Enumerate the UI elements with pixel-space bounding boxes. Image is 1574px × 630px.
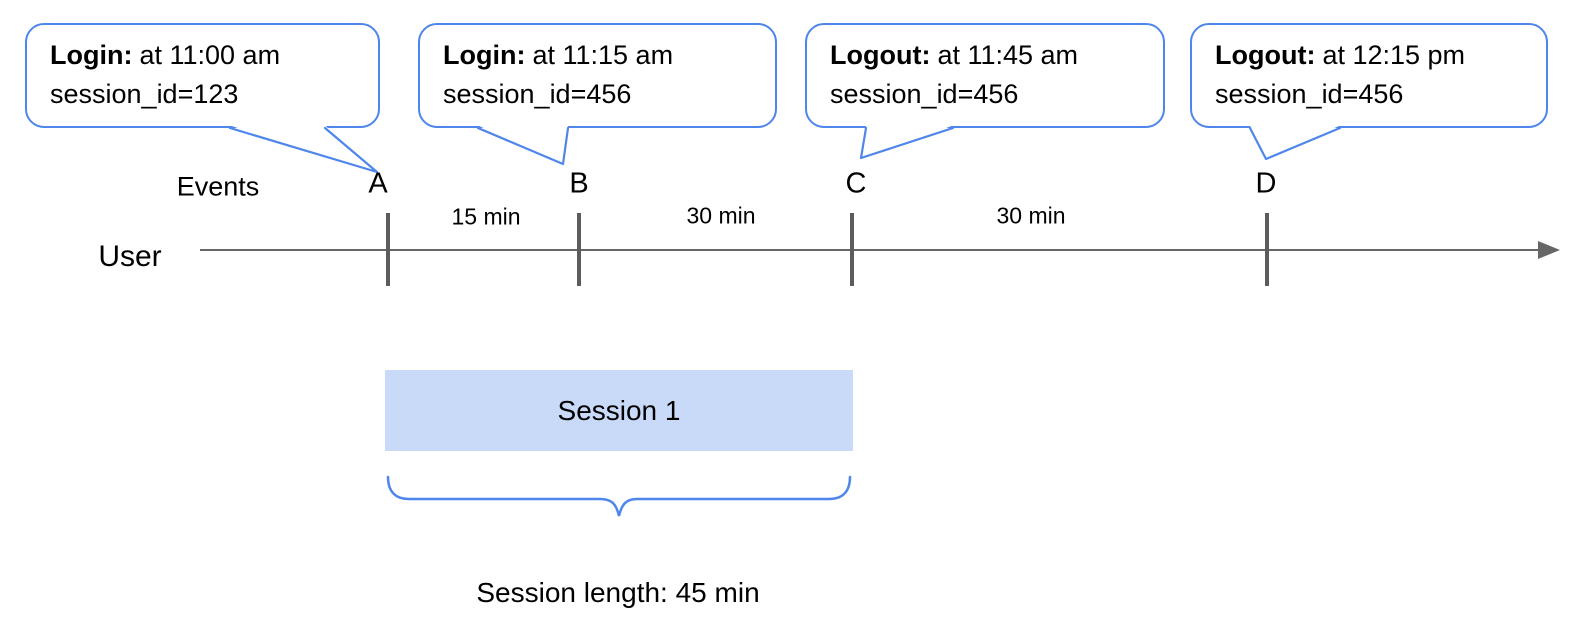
callout-tail-b (476, 125, 570, 166)
callout-title: Logout: (1215, 40, 1316, 70)
callout-logout-d: Logout:at 12:15 pm session_id=456 (1190, 23, 1548, 128)
callout-session-id: session_id=456 (1215, 79, 1404, 109)
callout-title: Login: (50, 40, 133, 70)
callout-detail: at 11:00 am (139, 40, 281, 70)
callout-logout-c: Logout:at 11:45 am session_id=456 (805, 23, 1165, 128)
callout-line-1: Logout:at 11:45 am (830, 36, 1153, 75)
interval-label-bc: 30 min (686, 202, 756, 229)
callout-detail: at 11:15 am (532, 40, 674, 70)
callout-session-id: session_id=456 (830, 79, 1019, 109)
session-brace (386, 475, 852, 517)
interval-label-cd: 30 min (996, 202, 1066, 229)
session-1-label: Session 1 (557, 394, 681, 426)
event-marker-a: A (368, 167, 388, 200)
callout-session-id: session_id=456 (443, 79, 632, 109)
callout-title: Logout: (830, 40, 931, 70)
event-marker-c: C (845, 167, 867, 200)
callout-login-b: Login:at 11:15 am session_id=456 (418, 23, 777, 128)
callout-title: Login: (443, 40, 526, 70)
interval-label-ab: 15 min (451, 203, 521, 230)
session-length-label: Session length: 45 min (476, 577, 760, 608)
callout-tail-a (228, 125, 379, 174)
callout-tail-d (1248, 125, 1342, 161)
callout-line-1: Login:at 11:00 am (50, 36, 368, 75)
callout-session-id: session_id=123 (50, 79, 239, 109)
callout-line-1: Login:at 11:15 am (443, 36, 765, 75)
callout-detail: at 11:45 am (937, 40, 1079, 70)
callout-line-1: Logout:at 12:15 pm (1215, 36, 1536, 75)
callout-login-a: Login:at 11:00 am session_id=123 (25, 23, 380, 128)
callout-tail-c (859, 125, 955, 160)
events-label: Events (176, 171, 260, 202)
event-marker-d: D (1255, 167, 1277, 200)
event-marker-b: B (569, 167, 589, 200)
user-label: User (98, 240, 162, 273)
session-1-box: Session 1 (385, 370, 853, 451)
timeline-arrowhead-icon (1538, 241, 1560, 259)
callout-detail: at 12:15 pm (1322, 40, 1466, 70)
